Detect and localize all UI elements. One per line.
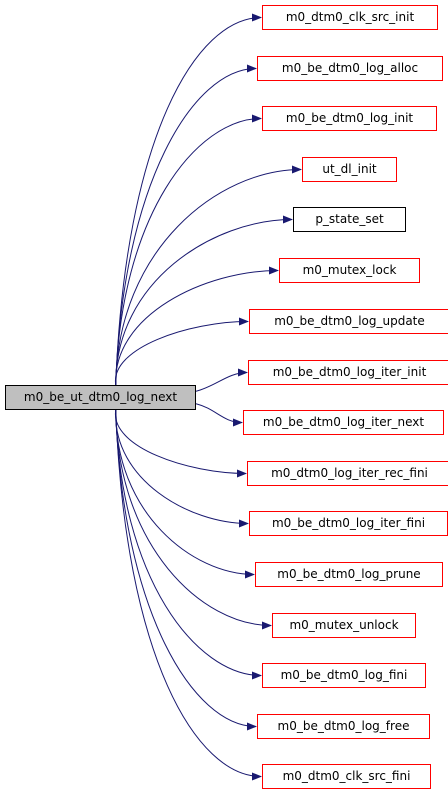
callee-node[interactable]: m0_be_dtm0_log_init bbox=[262, 106, 437, 131]
callee-label: m0_mutex_lock bbox=[302, 263, 397, 277]
call-edge bbox=[115, 266, 279, 386]
call-edge bbox=[115, 409, 249, 528]
call-edge bbox=[115, 409, 262, 781]
callee-node[interactable]: m0_be_dtm0_log_iter_init bbox=[248, 360, 448, 385]
callee-label: ut_dl_init bbox=[322, 162, 377, 176]
call-edge bbox=[115, 317, 249, 386]
call-edge bbox=[115, 165, 302, 386]
call-edge bbox=[115, 13, 262, 386]
callee-label: m0_be_dtm0_log_iter_init bbox=[272, 365, 427, 379]
callee-node[interactable]: m0_be_dtm0_log_fini bbox=[262, 663, 426, 688]
call-edge bbox=[115, 409, 257, 731]
callee-label: m0_dtm0_log_iter_rec_fini bbox=[271, 466, 428, 480]
callee-node[interactable]: m0_be_dtm0_log_iter_next bbox=[243, 410, 444, 435]
callee-label: m0_be_dtm0_log_free bbox=[277, 719, 410, 733]
callee-node[interactable]: m0_dtm0_clk_src_init bbox=[262, 5, 438, 30]
callee-label: m0_be_dtm0_log_update bbox=[274, 314, 425, 328]
callee-label: p_state_set bbox=[315, 212, 384, 226]
call-edge bbox=[115, 215, 293, 386]
call-edge bbox=[115, 409, 255, 579]
callee-label: m0_be_dtm0_log_init bbox=[285, 111, 414, 125]
callee-label: m0_be_dtm0_log_fini bbox=[280, 668, 408, 682]
call-edge bbox=[115, 409, 262, 680]
callee-label: m0_be_dtm0_log_prune bbox=[277, 567, 421, 581]
callee-node[interactable]: p_state_set bbox=[293, 207, 406, 232]
root-node-label: m0_be_ut_dtm0_log_next bbox=[23, 390, 178, 404]
callee-node[interactable]: m0_dtm0_clk_src_fini bbox=[262, 764, 431, 789]
callee-node[interactable]: m0_dtm0_log_iter_rec_fini bbox=[247, 461, 448, 486]
callee-label: m0_mutex_unlock bbox=[289, 618, 399, 632]
root-node[interactable]: m0_be_ut_dtm0_log_next bbox=[5, 385, 196, 410]
callee-node[interactable]: ut_dl_init bbox=[302, 157, 397, 182]
callee-node[interactable]: m0_mutex_unlock bbox=[272, 613, 416, 638]
call-edge bbox=[115, 409, 247, 478]
call-edge bbox=[195, 403, 243, 427]
callee-node[interactable]: m0_mutex_lock bbox=[279, 258, 420, 283]
callee-label: m0_be_dtm0_log_alloc bbox=[281, 61, 419, 75]
call-edge bbox=[115, 64, 257, 386]
callee-node[interactable]: m0_be_dtm0_log_prune bbox=[255, 562, 443, 587]
callee-label: m0_be_dtm0_log_iter_fini bbox=[271, 516, 426, 530]
callee-label: m0_dtm0_clk_src_fini bbox=[282, 769, 411, 783]
callee-node[interactable]: m0_be_dtm0_log_update bbox=[249, 309, 448, 334]
call-edge bbox=[115, 114, 262, 386]
callee-label: m0_be_dtm0_log_iter_next bbox=[262, 415, 425, 429]
call-edge bbox=[195, 368, 248, 392]
callee-node[interactable]: m0_be_dtm0_log_alloc bbox=[257, 56, 443, 81]
callee-label: m0_dtm0_clk_src_init bbox=[285, 10, 415, 24]
call-edge bbox=[115, 409, 272, 630]
callee-node[interactable]: m0_be_dtm0_log_free bbox=[257, 714, 430, 739]
callee-node[interactable]: m0_be_dtm0_log_iter_fini bbox=[249, 511, 448, 536]
